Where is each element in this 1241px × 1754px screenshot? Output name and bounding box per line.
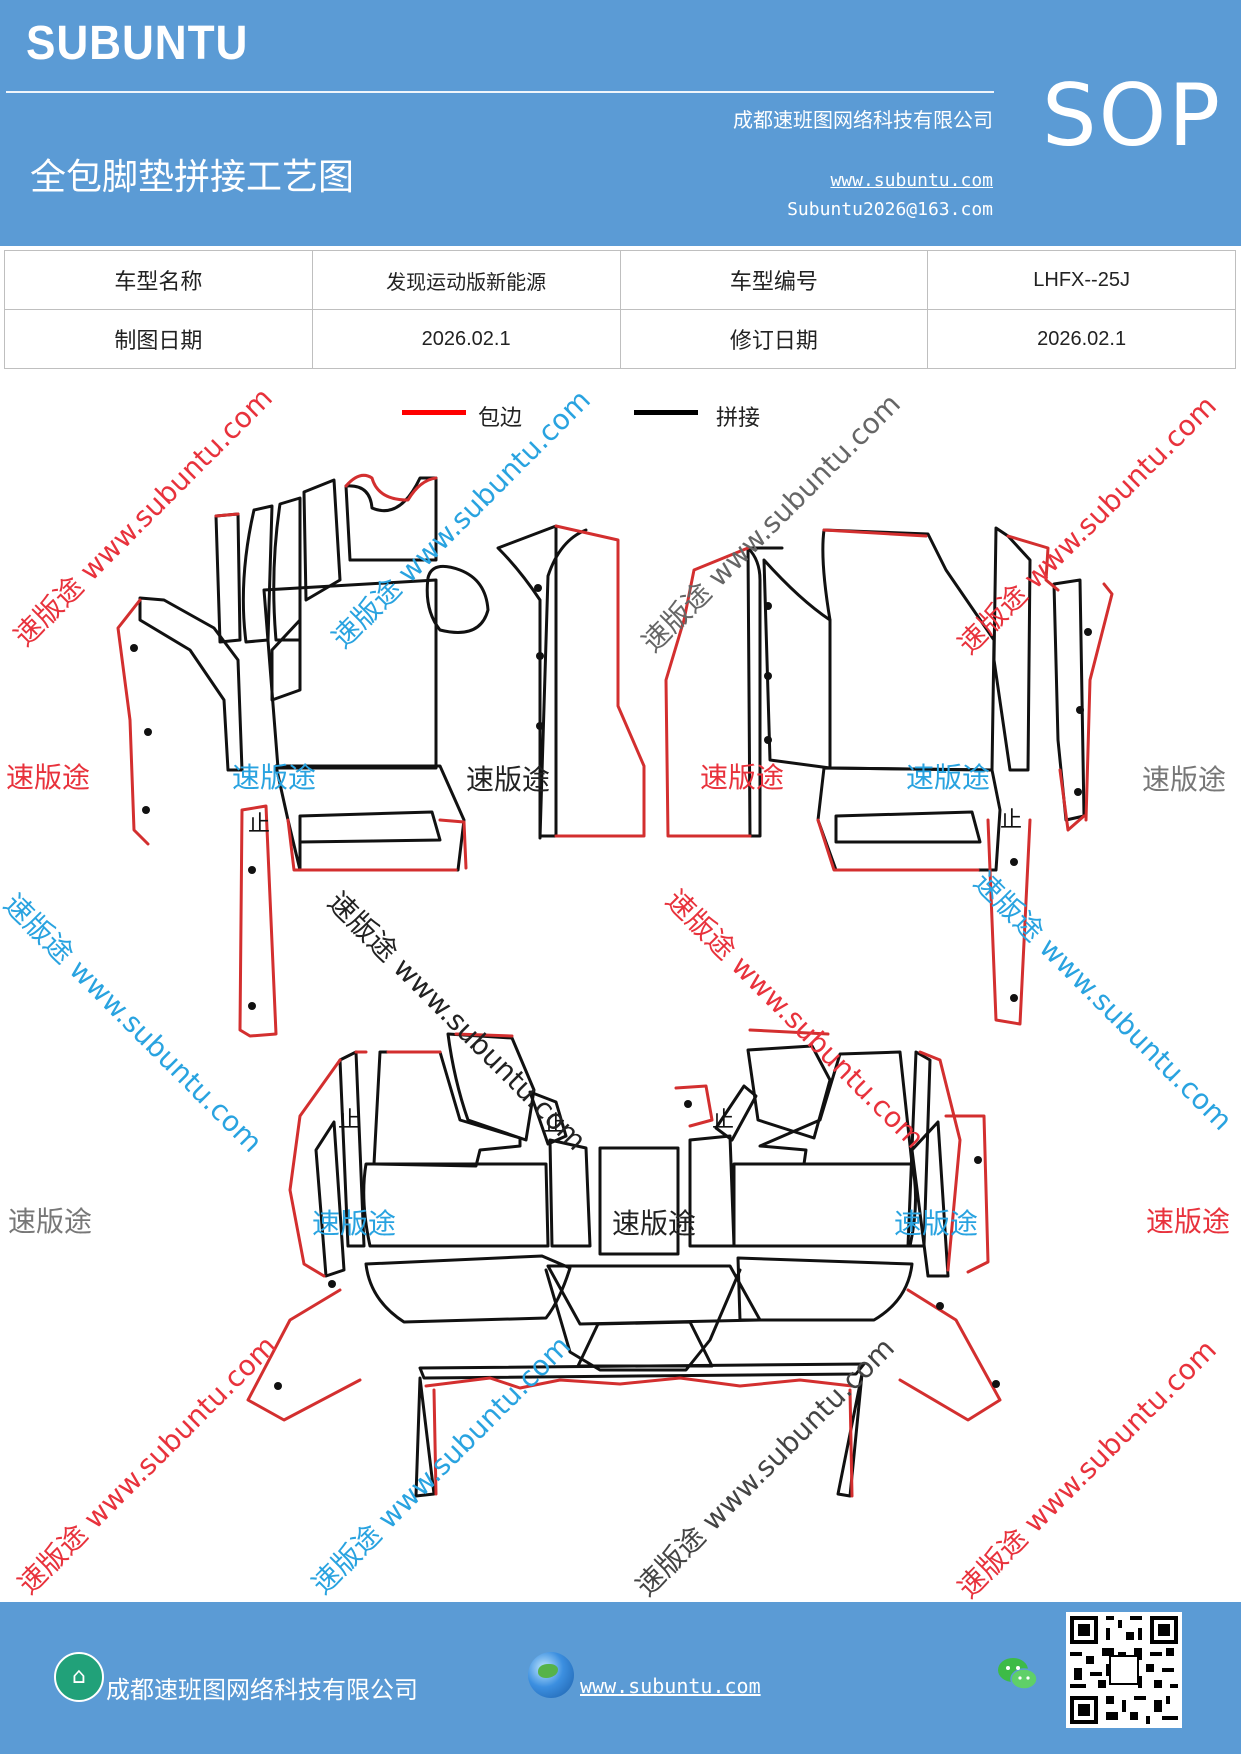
watermark-short: 速版途 — [612, 1207, 697, 1240]
header-divider — [6, 91, 994, 93]
table-row: 制图日期 2026.02.1 修订日期 2026.02.1 — [4, 309, 1236, 369]
model-code-value: LHFX--25J — [927, 250, 1236, 310]
stop-mark: 止 — [338, 1108, 361, 1133]
header-website-link[interactable]: www.subuntu.com — [830, 170, 993, 191]
qr-code — [1066, 1612, 1182, 1728]
brand-logo: SUBUNTU — [26, 17, 249, 70]
legend-wrap-swatch — [402, 410, 466, 415]
splice-lines — [138, 476, 1086, 1498]
stop-mark: 止 — [544, 1112, 567, 1137]
watermark-short: 速版途 — [1146, 1205, 1231, 1238]
wechat-icon[interactable] — [994, 1650, 1042, 1698]
wrap-edges — [116, 473, 1114, 1498]
watermark-short: 速版途 — [312, 1207, 397, 1240]
info-table: 车型名称 发现运动版新能源 车型编号 LHFX--25J 制图日期 2026.0… — [4, 250, 1236, 369]
watermark-short: 速版途 — [906, 761, 991, 794]
snap-dots — [130, 584, 1092, 1390]
footer-website-link[interactable]: www.subuntu.com — [580, 1674, 761, 1698]
model-name-label: 车型名称 — [4, 250, 313, 310]
legend-join-label: 拼接 — [716, 406, 761, 431]
legend-join-swatch — [634, 410, 698, 415]
legend-join: 拼接 — [634, 400, 760, 432]
watermark-short: 速版途 — [8, 1205, 93, 1238]
legend-wrap-label: 包边 — [478, 406, 523, 431]
header-email: Subuntu2026@163.com — [787, 199, 993, 220]
sop-badge: SOP — [1042, 66, 1223, 166]
header-banner — [0, 0, 1241, 246]
watermark-short: 速版途 — [894, 1207, 979, 1240]
globe-icon — [528, 1652, 574, 1698]
page-title: 全包脚垫拼接工艺图 — [30, 157, 355, 198]
stop-mark: 止 — [1000, 808, 1023, 833]
revision-date-label: 修订日期 — [619, 309, 929, 369]
watermark-short: 速版途 — [1142, 763, 1227, 796]
stop-mark: 止 — [248, 812, 271, 837]
table-row: 车型名称 发现运动版新能源 车型编号 LHFX--25J — [4, 250, 1236, 310]
drawing-date-label: 制图日期 — [4, 309, 313, 369]
header-company: 成都速班图网络科技有限公司 — [733, 108, 993, 132]
stop-mark: 止 — [712, 1108, 735, 1133]
model-name-value: 发现运动版新能源 — [311, 250, 621, 310]
model-code-label: 车型编号 — [619, 250, 929, 310]
watermark-short: 速版途 — [232, 761, 317, 794]
watermark-short: 速版途 — [466, 763, 551, 796]
footer-company: 成都速班图网络科技有限公司 — [106, 1676, 418, 1704]
drawing-date-value: 2026.02.1 — [311, 309, 621, 369]
home-icon: ⌂ — [54, 1652, 104, 1702]
legend-wrap: 包边 — [402, 400, 522, 432]
watermark-short: 速版途 — [700, 761, 785, 794]
revision-date-value: 2026.02.1 — [927, 309, 1236, 369]
watermark-short: 速版途 — [6, 761, 91, 794]
